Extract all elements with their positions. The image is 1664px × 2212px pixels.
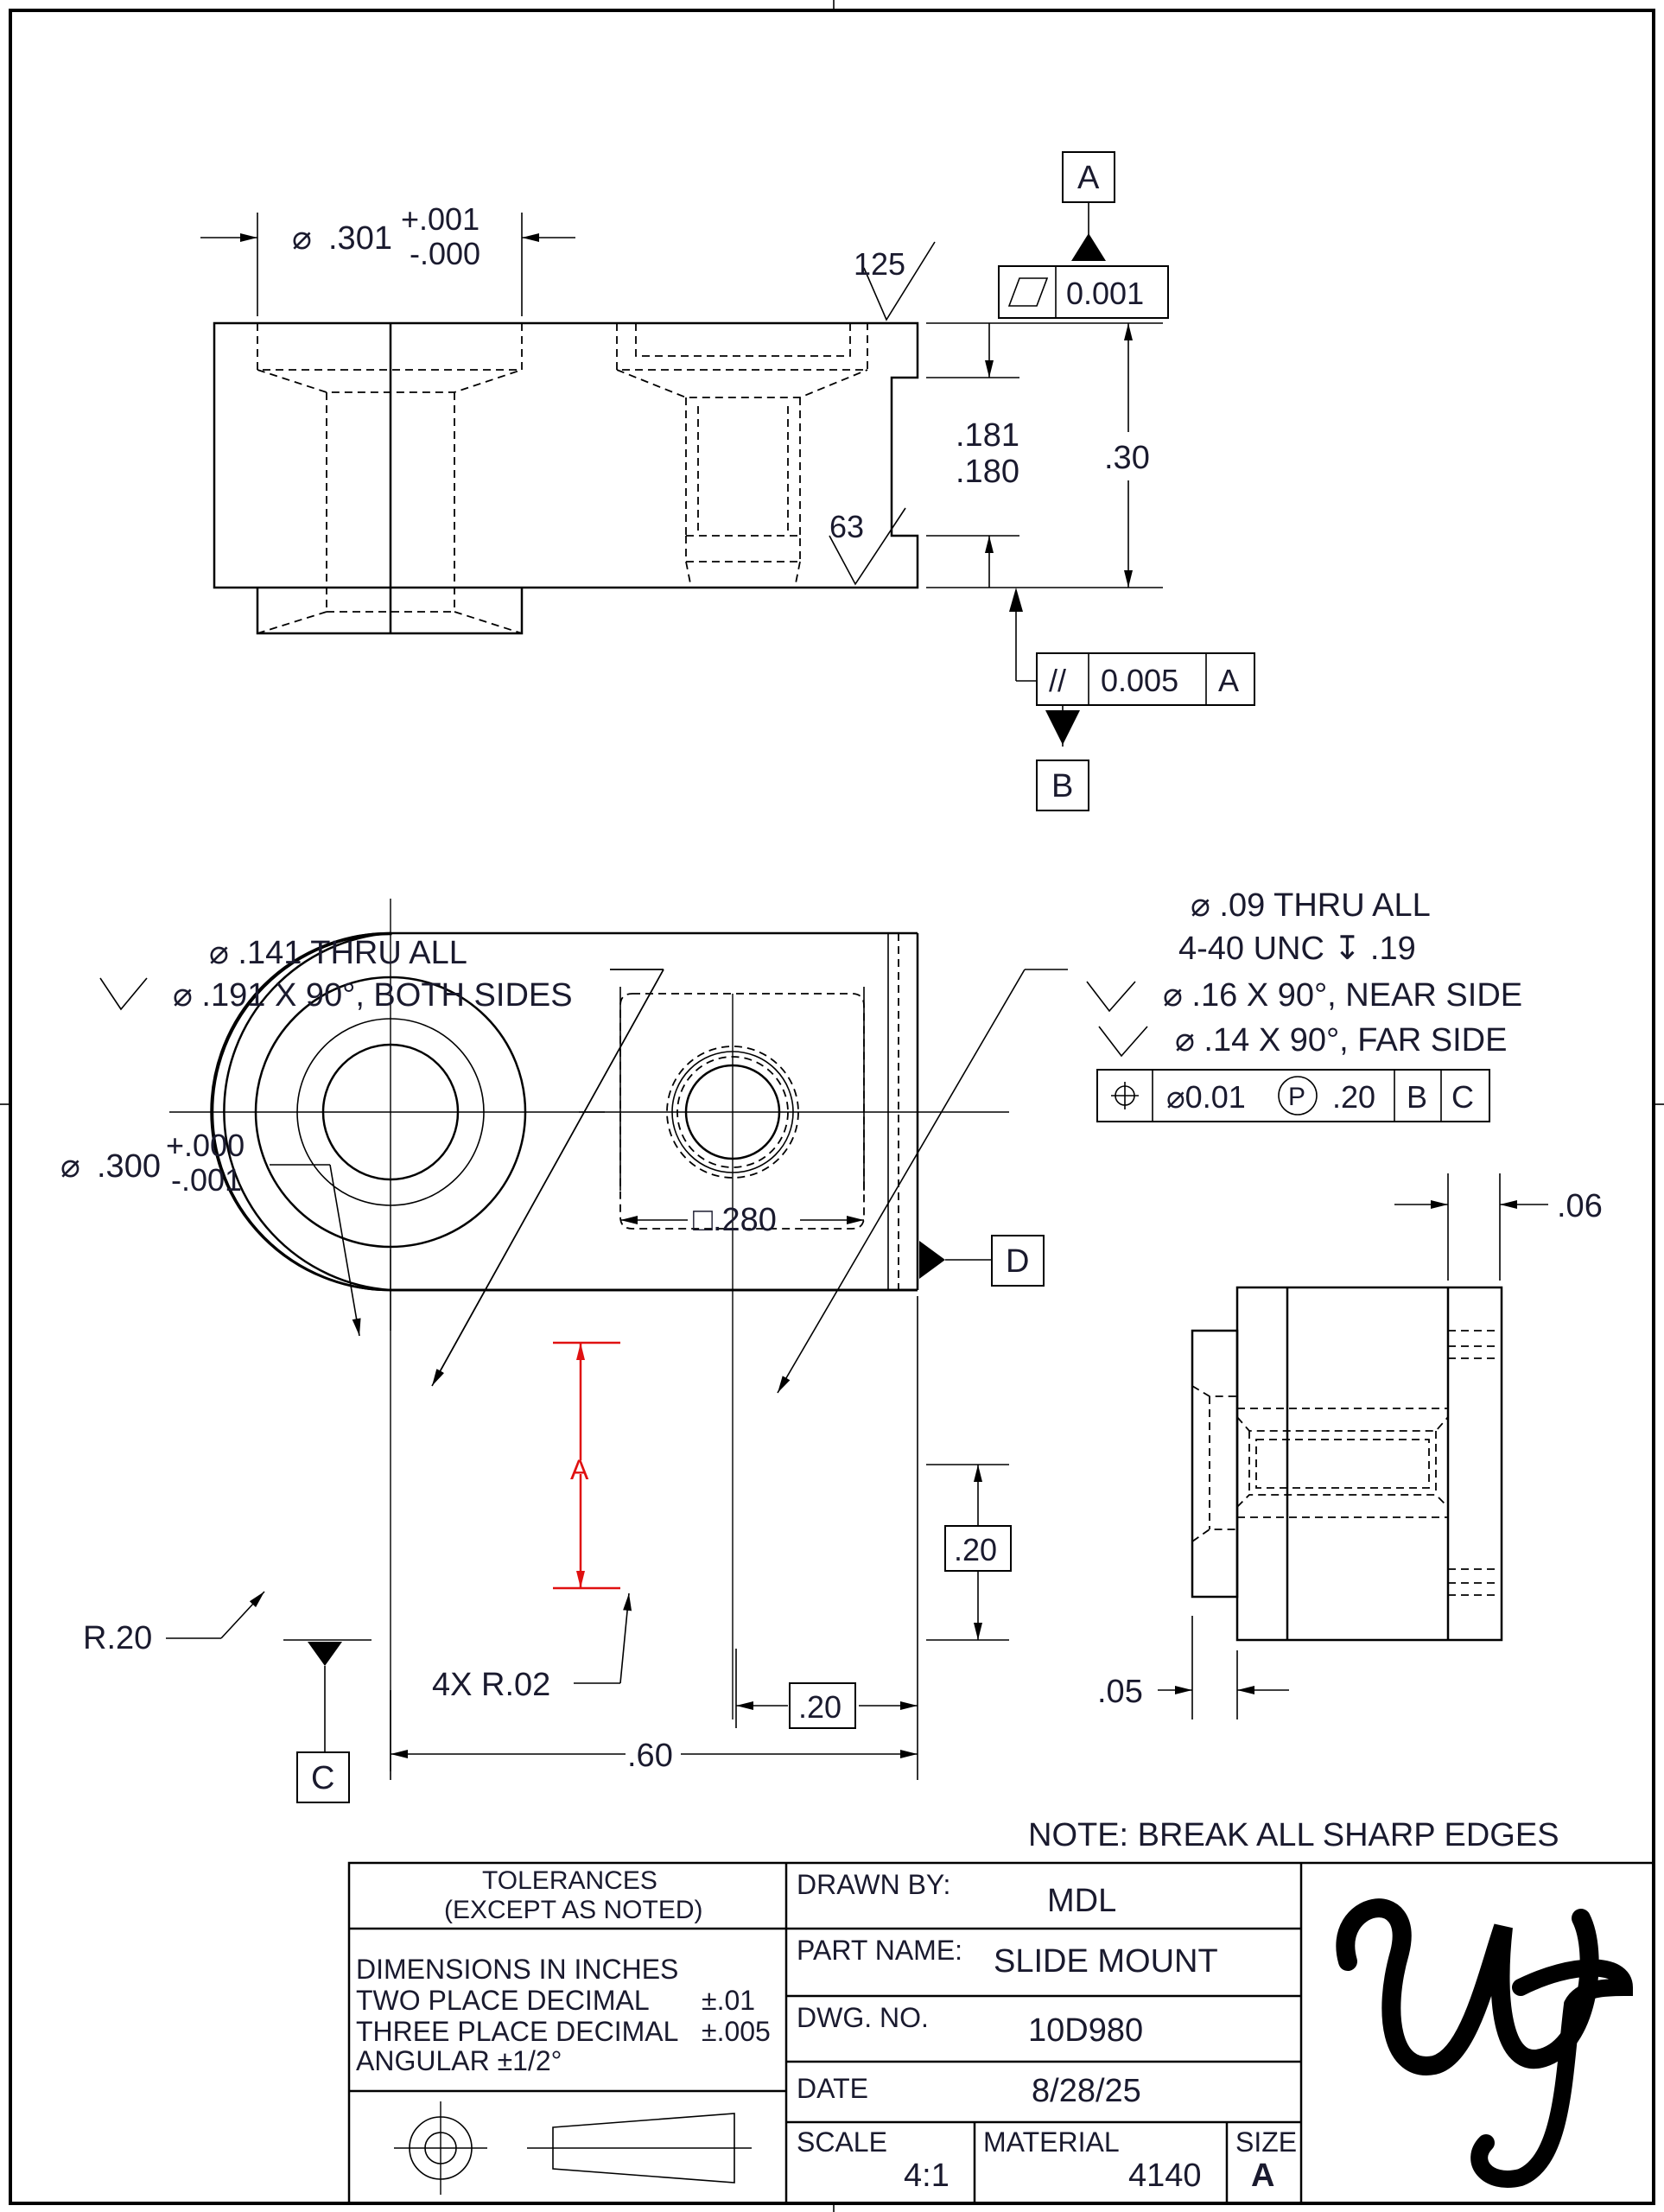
svg-text:SCALE: SCALE bbox=[797, 2126, 887, 2158]
svg-text:A: A bbox=[1218, 663, 1239, 698]
dim-value: .301 bbox=[328, 220, 392, 257]
svg-text:±.01: ±.01 bbox=[702, 1985, 755, 2016]
svg-text:THREE PLACE DECIMAL: THREE PLACE DECIMAL bbox=[356, 2016, 678, 2047]
dim-side-05: .05 bbox=[1097, 1616, 1289, 1719]
svg-text:ANGULAR ±1/2°: ANGULAR ±1/2° bbox=[356, 2045, 562, 2076]
svg-text:A: A bbox=[1077, 160, 1100, 196]
general-note: NOTE: BREAK ALL SHARP EDGES bbox=[1028, 1817, 1559, 1853]
datum-a-flatness: A 0.001 bbox=[998, 151, 1169, 319]
svg-text:-.001: -.001 bbox=[171, 1162, 242, 1198]
svg-text:TOLERANCES: TOLERANCES bbox=[482, 1866, 657, 1895]
dim-slot-width: .181 .180 bbox=[926, 323, 1019, 588]
side-view bbox=[1191, 1286, 1503, 1642]
datum-d: D bbox=[919, 1235, 1045, 1287]
svg-text:C: C bbox=[311, 1760, 334, 1796]
svg-text:C: C bbox=[1451, 1079, 1474, 1115]
finish-symbol-125: 125 bbox=[854, 241, 936, 321]
dim-basic-width-20: .20 bbox=[735, 1296, 918, 1780]
front-geometry bbox=[169, 899, 1009, 1771]
svg-text:⌀ .16 X 90°, NEAR SIDE: ⌀ .16 X 90°, NEAR SIDE bbox=[1163, 977, 1522, 1014]
dim-diameter-301: ⌀ .301 +.001 -.000 bbox=[200, 201, 575, 316]
svg-text:.180: .180 bbox=[956, 454, 1019, 490]
note-left-hole: ⌀ .141 THRU ALL ⌀ .191 X 90°, BOTH SIDES bbox=[99, 935, 664, 1014]
svg-text:63: 63 bbox=[829, 509, 864, 544]
svg-text:□.280: □.280 bbox=[693, 1202, 777, 1238]
svg-text:.20: .20 bbox=[798, 1689, 842, 1725]
svg-text:4:1: 4:1 bbox=[904, 2158, 949, 2194]
dim-basic-height-20: .20 bbox=[926, 1464, 1012, 1641]
note-right-hole: ⌀ .09 THRU ALL 4-40 UNC ↧ .19 ⌀ .16 X 90… bbox=[1086, 887, 1522, 1122]
dim-square-280: □.280 bbox=[619, 987, 865, 1238]
parallel-icon: // bbox=[1049, 663, 1066, 698]
svg-text:D: D bbox=[1006, 1243, 1029, 1280]
svg-text:MATERIAL: MATERIAL bbox=[983, 2126, 1120, 2158]
svg-text:.60: .60 bbox=[627, 1738, 673, 1774]
svg-text:A: A bbox=[570, 1454, 589, 1485]
countersink-icon bbox=[99, 977, 148, 1011]
svg-text:⌀ .14 X 90°, FAR SIDE: ⌀ .14 X 90°, FAR SIDE bbox=[1175, 1022, 1507, 1058]
svg-text:.181: .181 bbox=[956, 417, 1019, 454]
title-block: TOLERANCES (EXCEPT AS NOTED) DIMENSIONS … bbox=[347, 1861, 1655, 2205]
svg-text:SLIDE MOUNT: SLIDE MOUNT bbox=[994, 1943, 1218, 1980]
svg-text:DRAWN BY:: DRAWN BY: bbox=[797, 1869, 950, 1900]
countersink-icon bbox=[1086, 981, 1136, 1013]
leader-left-callout-true bbox=[433, 969, 664, 1383]
svg-text:MDL: MDL bbox=[1047, 1883, 1116, 1919]
svg-text:DWG. NO.: DWG. NO. bbox=[797, 2002, 929, 2033]
svg-text:0.001: 0.001 bbox=[1066, 276, 1144, 311]
svg-text:DIMENSIONS IN INCHES: DIMENSIONS IN INCHES bbox=[356, 1954, 678, 1985]
dim-boss-300: ⌀ .300 +.000 -.001 bbox=[60, 1128, 361, 1337]
countersink-icon bbox=[1098, 1026, 1148, 1058]
svg-text:.20: .20 bbox=[954, 1532, 997, 1567]
svg-text:⌀ .141 THRU ALL: ⌀ .141 THRU ALL bbox=[209, 935, 467, 971]
svg-text:.300: .300 bbox=[97, 1148, 161, 1185]
svg-text:PART NAME:: PART NAME: bbox=[797, 1935, 962, 1966]
dim-height-30: .30 bbox=[926, 322, 1163, 588]
svg-text:A: A bbox=[1251, 2158, 1274, 2194]
svg-text:TWO PLACE DECIMAL: TWO PLACE DECIMAL bbox=[356, 1985, 650, 2016]
position-icon bbox=[1111, 1082, 1139, 1109]
svg-text:10D980: 10D980 bbox=[1028, 2012, 1143, 2049]
svg-text:P: P bbox=[1288, 1083, 1305, 1111]
wj-logo bbox=[1336, 1898, 1634, 2188]
svg-text:.06: .06 bbox=[1557, 1188, 1603, 1224]
svg-text:+.000: +.000 bbox=[166, 1128, 245, 1163]
svg-text:4X R.02: 4X R.02 bbox=[432, 1667, 550, 1703]
svg-text:.05: .05 bbox=[1097, 1674, 1143, 1710]
svg-text:B: B bbox=[1051, 768, 1073, 804]
dim-radius-r20: R.20 bbox=[83, 1591, 265, 1656]
svg-text:⌀ .09 THRU ALL: ⌀ .09 THRU ALL bbox=[1191, 887, 1431, 924]
tol-plus: +.001 bbox=[401, 201, 480, 237]
tol-minus: -.000 bbox=[410, 236, 480, 271]
svg-text:SIZE: SIZE bbox=[1235, 2126, 1297, 2158]
svg-text:B: B bbox=[1407, 1079, 1427, 1115]
red-dimension-a: A bbox=[553, 1341, 620, 1590]
svg-text:⌀0.01: ⌀0.01 bbox=[1166, 1079, 1246, 1115]
parallelism-datum-b: // 0.005 A B bbox=[1009, 588, 1255, 811]
svg-text:⌀: ⌀ bbox=[60, 1148, 80, 1185]
svg-text:.30: .30 bbox=[1104, 440, 1150, 476]
svg-text:4140: 4140 bbox=[1128, 2158, 1202, 2194]
dim-side-06: .06 bbox=[1394, 1173, 1603, 1281]
svg-text:DATE: DATE bbox=[797, 2073, 868, 2104]
svg-text:0.005: 0.005 bbox=[1101, 663, 1178, 698]
dim-corner-radius: 4X R.02 bbox=[432, 1592, 632, 1703]
finish-symbol-63: 63 bbox=[829, 507, 906, 586]
svg-text:±.005: ±.005 bbox=[702, 2016, 771, 2047]
svg-text:R.20: R.20 bbox=[83, 1620, 152, 1656]
svg-text:4-40 UNC ↧ .19: 4-40 UNC ↧ .19 bbox=[1178, 931, 1416, 967]
svg-text:⌀: ⌀ bbox=[292, 220, 312, 257]
leader-right-callout-line bbox=[777, 969, 1026, 1394]
flatness-icon bbox=[1007, 277, 1049, 307]
svg-text:(EXCEPT AS NOTED): (EXCEPT AS NOTED) bbox=[444, 1896, 703, 1924]
svg-text:⌀ .191 X 90°, BOTH SIDES: ⌀ .191 X 90°, BOTH SIDES bbox=[173, 977, 573, 1014]
projection-symbol-icon bbox=[394, 2101, 752, 2195]
top-view bbox=[213, 321, 919, 635]
svg-text:125: 125 bbox=[854, 246, 905, 282]
svg-text:.20: .20 bbox=[1332, 1079, 1375, 1115]
svg-text:8/28/25: 8/28/25 bbox=[1032, 2073, 1141, 2109]
dim-overall-60: .60 bbox=[390, 1690, 918, 1780]
datum-c: C bbox=[283, 1639, 372, 1803]
